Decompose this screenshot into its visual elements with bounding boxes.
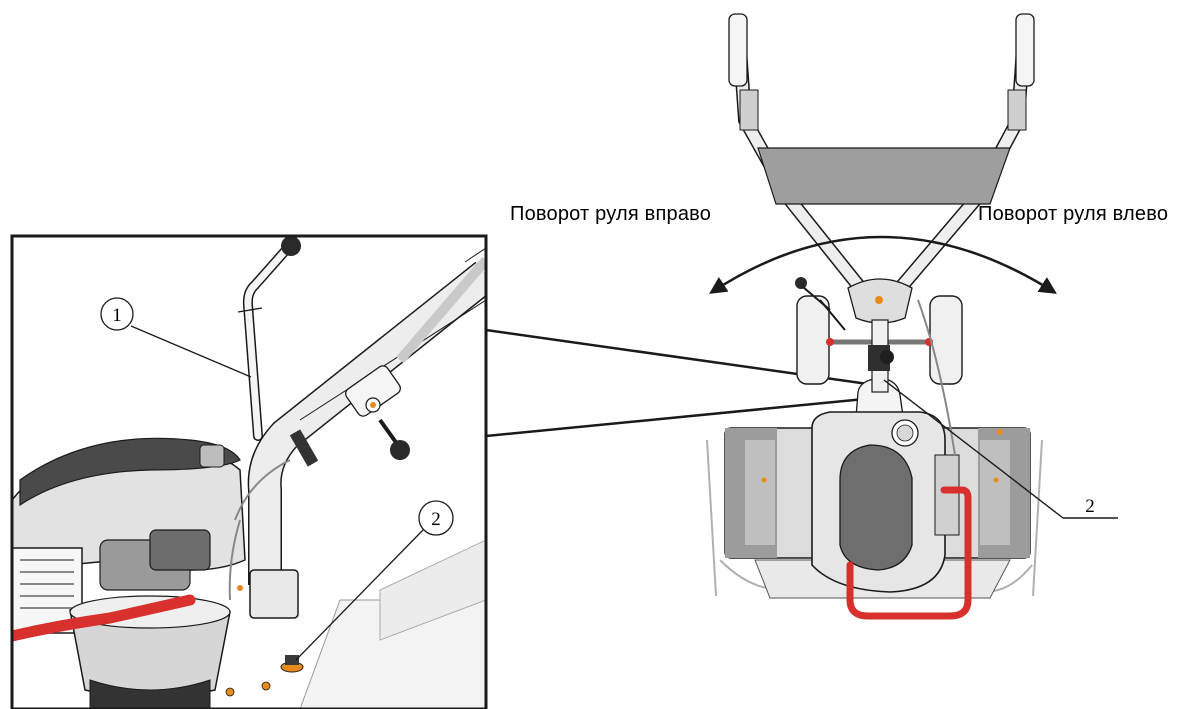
red-frame-tube [12, 594, 196, 642]
callout-2-main: 2 [883, 379, 1118, 519]
locking-lever [237, 236, 301, 441]
red-frame-top [846, 486, 972, 620]
callout-2-inset-number: 2 [431, 509, 441, 530]
engine-housing [12, 437, 246, 709]
detail-inset [10, 234, 488, 709]
cultivator-top-view [706, 13, 1043, 620]
turn-left-label: Поворот руля влево [978, 203, 1169, 225]
turn-right-label: Поворот руля вправо [510, 203, 712, 225]
rotation-arrow [709, 235, 1057, 294]
callout-2-main-number: 2 [1085, 496, 1095, 517]
callout-1-number: 1 [112, 305, 122, 326]
steering-column [228, 261, 486, 619]
callout-1: 1 [100, 297, 252, 378]
callout-2-inset: 2 [295, 500, 454, 661]
adjustment-bolt [280, 655, 304, 673]
